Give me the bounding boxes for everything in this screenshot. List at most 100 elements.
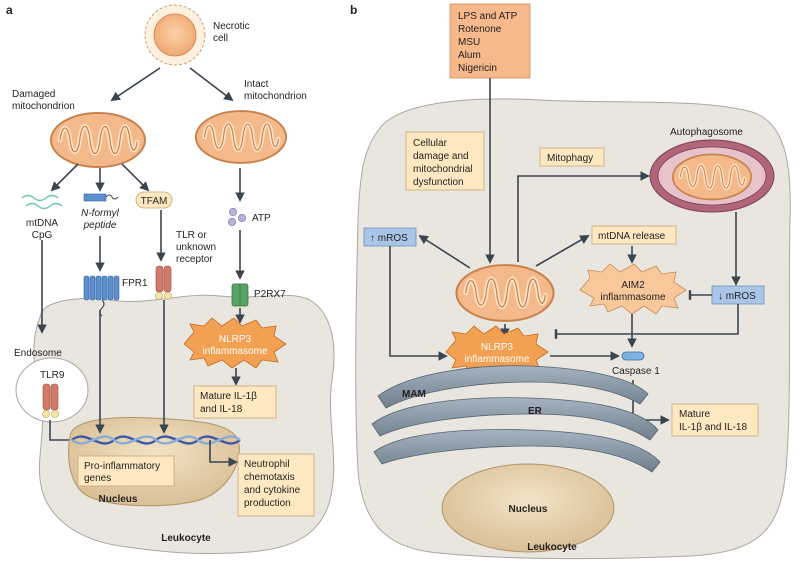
tlr-unknown-label-3: receptor xyxy=(176,254,213,265)
intact-mito-label-2: mitochondrion xyxy=(244,91,307,102)
autophagosome-label: Autophagosome xyxy=(670,127,743,138)
damaged-mito-label-2: mitochondrion xyxy=(12,101,75,112)
arrow-nucleus-to-neutrophil xyxy=(209,440,238,467)
mtdna-icon xyxy=(21,194,63,210)
arrow-mito-to-autophagosome xyxy=(517,171,650,262)
mature-il-a-1: Mature IL-1β xyxy=(200,391,257,402)
nformyl-label-2: peptide xyxy=(83,220,117,231)
proinflam-box xyxy=(77,455,175,487)
panel-b-letter: b xyxy=(350,3,357,17)
nlrp3-b-label-2: inflammasome xyxy=(464,354,529,365)
endosome-label: Endosome xyxy=(14,348,62,359)
necrotic-cell-label-2: cell xyxy=(213,33,228,44)
mature-il-a-2: and IL-18 xyxy=(200,404,243,415)
arrow-to-mtdna xyxy=(50,163,79,192)
nucleus-b-label: Nucleus xyxy=(509,504,548,515)
trigger-2: Rotenone xyxy=(458,24,502,35)
cell-damage-box xyxy=(405,131,485,191)
triggers-box xyxy=(449,3,531,79)
mtdna-label-1: mtDNA xyxy=(26,218,59,229)
leukocyte-b-label: Leukocyte xyxy=(527,542,577,553)
mam-label: MAM xyxy=(402,389,426,400)
nformyl-label-1: N-formyl xyxy=(81,208,120,219)
arrow-up-mros-to-nlrp3 xyxy=(389,246,448,361)
neutrophil-label-3: and cytokine xyxy=(244,485,301,496)
damaged-mito-label-1: Damaged xyxy=(12,89,55,100)
up-mros-label: ↑ mROS xyxy=(370,233,408,244)
neutrophil-box xyxy=(237,453,315,517)
neutrophil-label-1: Neutrophil xyxy=(244,459,290,470)
fpr1-receptor xyxy=(83,275,120,301)
p2rx7-label: P2RX7 xyxy=(254,289,286,300)
fpr1-label: FPR1 xyxy=(122,278,148,289)
intact-mitochondrion xyxy=(196,111,286,163)
arrow-to-tfam xyxy=(121,163,150,192)
proinflam-label-2: genes xyxy=(84,473,111,484)
trigger-3: MSU xyxy=(458,37,480,48)
aim2-label-2: inflammasome xyxy=(600,292,665,303)
arrow-mito-to-up-mros xyxy=(418,234,471,269)
mtdna-label-2: CpG xyxy=(32,230,53,241)
nlrp3-a-label-2: inflammasome xyxy=(202,346,267,357)
necrotic-cell-label-1: Necrotic xyxy=(213,21,250,32)
cell-damage-3: mitochondrial xyxy=(413,164,472,175)
nucleus-a-label: Nucleus xyxy=(99,494,138,505)
mitophagy-box xyxy=(539,147,605,167)
mtdna-release-box xyxy=(591,225,677,245)
cell-damage-2: damage and xyxy=(413,151,469,162)
tfam-label: TFAM xyxy=(141,196,168,207)
tlr9-receptor xyxy=(42,383,59,418)
mature-il-box-a xyxy=(193,385,277,419)
central-mitochondrion xyxy=(456,265,553,321)
proinflam-label-1: Pro-inflammatory xyxy=(84,461,160,472)
caspase-label: Caspase 1 xyxy=(612,366,660,377)
damaged-mitochondrion xyxy=(51,113,145,167)
leukocyte-a-label: Leukocyte xyxy=(161,533,211,544)
mature-il-box-b xyxy=(671,403,759,437)
trigger-1: LPS and ATP xyxy=(458,11,518,22)
arrow-mito-to-mtdna-release xyxy=(535,235,590,267)
tlr9-label: TLR9 xyxy=(40,370,65,381)
neutrophil-label-4: production xyxy=(244,498,291,509)
arrow-necrotic-to-intact xyxy=(189,67,234,102)
atp-icon xyxy=(228,208,246,226)
nucleus-b xyxy=(441,463,615,553)
autophagosome-mitochondrion xyxy=(670,152,754,202)
aim2-inflammasome xyxy=(579,263,687,315)
nlrp3-b-label-1: NLRP3 xyxy=(481,342,514,353)
caspase-icon xyxy=(621,351,645,361)
trigger-5: Nigericin xyxy=(458,63,497,74)
p2rx7-receptor xyxy=(231,283,249,307)
atp-label: ATP xyxy=(252,213,271,224)
down-mros-label: ↓ mROS xyxy=(718,291,756,302)
tlr-unknown-label-1: TLR or xyxy=(176,230,207,241)
intact-mito-label-1: Intact xyxy=(244,79,269,90)
aim2-label-1: AIM2 xyxy=(621,280,645,291)
panel-a-letter: a xyxy=(6,3,13,17)
mature-il-b-2: IL-1β and IL-18 xyxy=(679,422,747,433)
cell-damage-4: dysfunction xyxy=(413,177,464,188)
arrow-necrotic-to-damaged xyxy=(110,67,161,102)
mitophagy-label: Mitophagy xyxy=(547,153,593,164)
tlr-unknown-label-2: unknown xyxy=(176,242,216,253)
trigger-4: Alum xyxy=(458,50,481,61)
neutrophil-label-2: chemotaxis xyxy=(244,472,295,483)
nformyl-peptide-icon xyxy=(83,193,119,202)
